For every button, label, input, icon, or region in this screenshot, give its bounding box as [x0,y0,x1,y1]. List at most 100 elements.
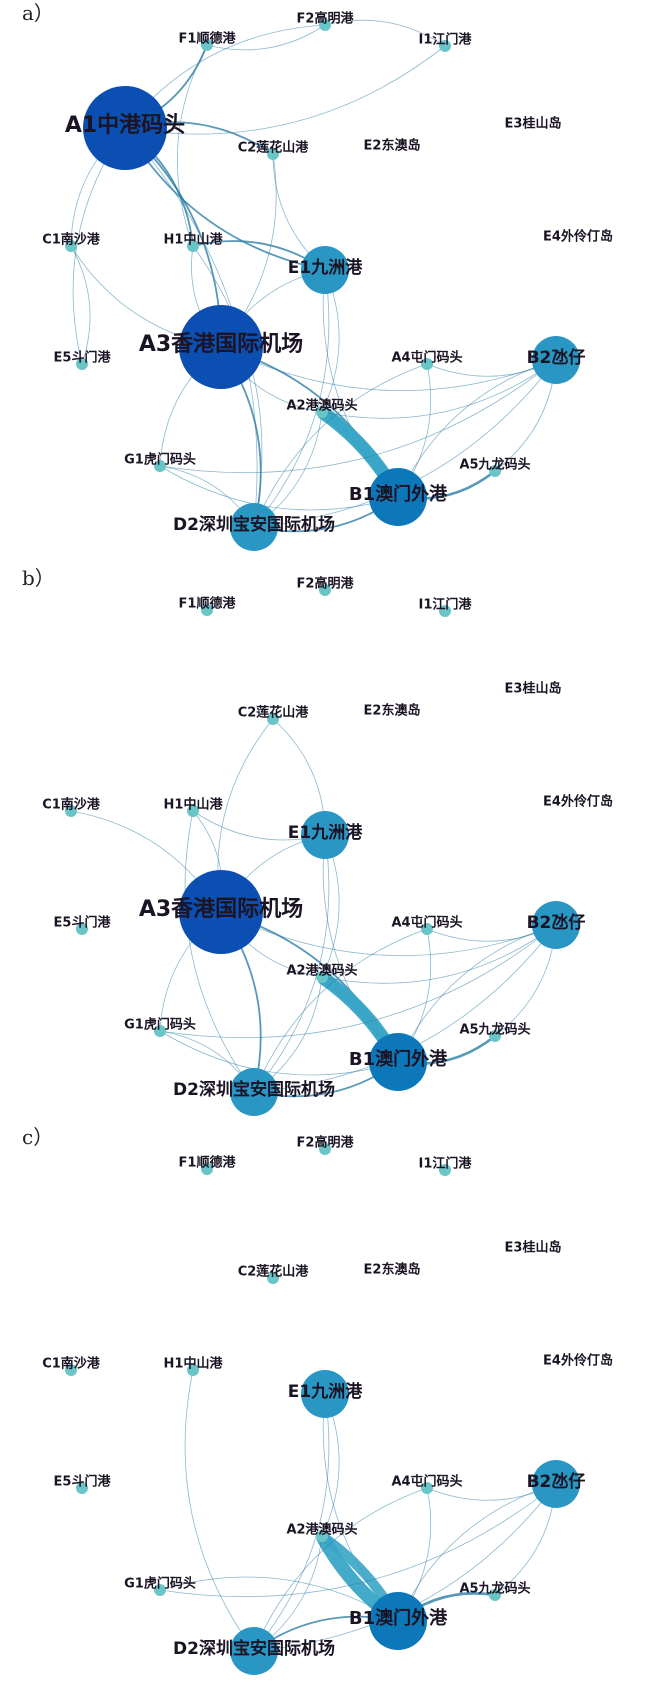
node-C2 [267,713,279,725]
node-G1 [154,1584,166,1596]
edge-G1-B1 [159,1030,399,1076]
node-label-E2: E2东澳岛 [364,138,421,154]
node-label-A5: A5九龙码头 [459,1022,530,1038]
node-F2 [319,1143,331,1155]
edge-A1-I1 [124,45,446,135]
node-label-H1: H1中山港 [164,232,224,248]
node-label-E5: E5斗门港 [54,915,112,931]
edge-E1-D2 [253,269,330,528]
node-B1 [369,468,427,526]
node-label-A5: A5九龙码头 [459,1581,530,1597]
node-E1 [301,1370,349,1418]
node-label-A2: A2港澳码头 [286,963,357,979]
node-label-E1: E1九洲港 [288,822,363,843]
node-B2 [532,1460,580,1508]
node-label-I1: I1江门港 [419,597,473,613]
node-I1 [439,605,451,617]
node-label-D2: D2深圳宝安国际机场 [173,1638,335,1659]
node-label-D2: D2深圳宝安国际机场 [173,1079,335,1100]
node-label-A3: A3香港国际机场 [139,897,303,922]
edge-B2-B1 [397,359,557,498]
edge-A4-D2 [253,363,428,528]
node-A2 [316,406,328,418]
panel-label: a） [22,1,54,25]
node-label-A5: A5九龙码头 [459,457,530,473]
node-label-E2: E2东澳岛 [364,703,421,719]
node-label-E1: E1九洲港 [288,1381,363,1402]
edge-B2-D2 [253,924,557,1093]
node-A2 [316,971,328,983]
node-label-E3: E3桂山岛 [505,1240,562,1256]
node-D2 [230,503,278,551]
node-label-H1: H1中山港 [164,797,224,813]
node-C1 [65,805,77,817]
node-C1 [65,1364,77,1376]
node-label-E4: E4外伶仃岛 [543,1353,613,1369]
node-C2 [267,1272,279,1284]
node-I1 [439,40,451,52]
node-A2 [316,1530,328,1542]
edge-G1-B2 [159,359,557,474]
node-label-E1: E1九洲港 [288,257,363,278]
node-label-E4: E4外伶仃岛 [543,229,613,245]
edge-H1-D2 [184,810,255,1093]
node-B2 [532,336,580,384]
edge-A2-B2 [321,359,557,419]
node-A3 [179,870,263,954]
node-label-E3: E3桂山岛 [505,116,562,132]
node-label-B1: B1澳门外港 [349,1048,448,1070]
node-label-A1: A1中港码头 [65,113,185,138]
node-label-E4: E4外伶仃岛 [543,794,613,810]
node-G1 [154,1025,166,1037]
node-E5 [76,1482,88,1494]
edge-G1-B1 [159,465,399,511]
node-G1 [154,460,166,472]
node-A4 [421,358,433,370]
node-label-B2: B2氹仔 [527,912,586,933]
node-label-D2: D2深圳宝安国际机场 [173,514,335,535]
node-label-I1: I1江门港 [419,32,473,48]
edge-G1-B1 [159,1576,399,1622]
edge-F1-H1 [176,44,208,247]
node-label-A2: A2港澳码头 [286,398,357,414]
node-label-B2: B2氹仔 [527,1471,586,1492]
edge-A4-D2 [253,1487,428,1652]
node-label-C1: C1南沙港 [42,1356,101,1372]
node-E1 [301,246,349,294]
node-label-B1: B1澳门外港 [349,483,448,505]
panel-label: b） [22,566,55,590]
node-label-A3: A3香港国际机场 [139,332,303,357]
node-label-C2: C2莲花山港 [238,705,310,721]
node-E1 [301,811,349,859]
edge-F2-I1 [324,19,446,47]
edge-B2-D2 [253,359,557,528]
node-label-B2: B2氹仔 [527,347,586,368]
node-label-F1: F1顺德港 [179,31,237,47]
node-D2 [230,1627,278,1675]
node-label-E5: E5斗门港 [54,1474,112,1490]
node-label-A4: A4屯门码头 [391,915,462,931]
node-label-E2: E2东澳岛 [364,1262,421,1278]
node-H1 [187,240,199,252]
node-H1 [187,1364,199,1376]
edge-B2-D2 [253,1483,557,1652]
node-label-B1: B1澳门外港 [349,1607,448,1629]
edge-E1-B1 [322,834,399,1063]
node-D2 [230,1068,278,1116]
node-label-G1: G1虎门码头 [124,1576,196,1592]
node-label-F1: F1顺德港 [179,596,237,612]
node-label-F2: F2高明港 [297,576,355,592]
node-label-C2: C2莲花山港 [238,1264,310,1280]
edge-E1-D2 [253,834,330,1093]
node-label-A2: A2港澳码头 [286,1522,357,1538]
node-F1 [201,604,213,616]
edge-A3-B2 [220,346,557,391]
node-label-C1: C1南沙港 [42,232,101,248]
node-F2 [319,19,331,31]
node-A4 [421,923,433,935]
node-E5 [76,358,88,370]
node-I1 [439,1164,451,1176]
